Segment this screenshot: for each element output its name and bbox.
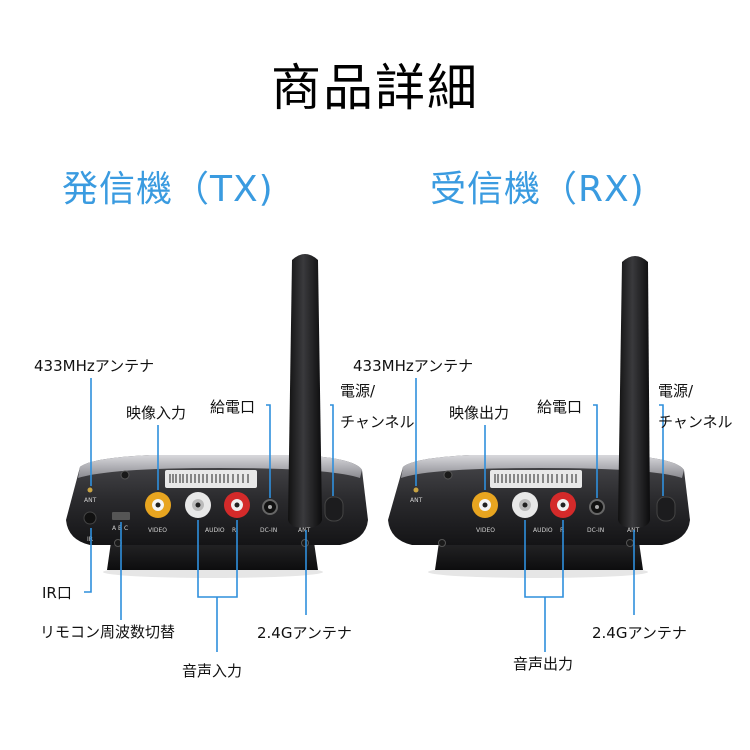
tx-screw-bottom-right [301,539,309,547]
tx-label-sticker [165,470,257,488]
tx-antenna [288,254,322,528]
rx-audio-label: 音声出力 [513,655,574,673]
tx-audio-line [197,520,238,652]
tx-switch [112,512,130,520]
rx-screw-left [443,470,453,480]
rx-top-band [401,455,684,478]
rx-panel-ant: ANT [410,497,423,504]
rx-panel-video: VIDEO [476,527,495,534]
rx-power-button [656,496,676,522]
rx-power-channel-label-2: チャンネル [658,413,733,431]
tx-antenna24-label: 2.4Gアンテナ [257,624,352,642]
tx-panel-dcin: DC-IN [260,527,277,534]
tx-device [66,254,368,578]
rx-panel-audio: AUDIO [533,527,553,534]
tx-panel-ant2: ANT [298,527,311,534]
tx-antenna433-label: 433MHzアンテナ [34,357,155,375]
tx-ant433-port [87,487,93,493]
rx-powerport-line [593,404,598,498]
tx-audio-label: 音声入力 [182,662,243,680]
tx-title: 発信機（TX) [62,169,274,210]
rx-label-sticker [490,470,582,488]
tx-screw-left [120,470,130,480]
rx-body [388,455,690,545]
tx-power-channel-label-1: 電源/ [340,382,376,400]
tx-ir-label: IR口 [42,584,72,602]
rx-ant433-port [413,487,419,493]
tx-ir-port [83,511,97,525]
tx-remote-freq-label: リモコン周波数切替 [40,623,176,641]
tx-panel-video: VIDEO [148,527,167,534]
rx-antenna [618,256,650,528]
rx-audio-line [524,520,564,652]
tx-panel-abc: A B C [112,525,128,532]
tx-power-channel-label-2: チャンネル [340,413,415,431]
rx-panel-r: R [560,527,564,534]
tx-panel-ir: IR [87,536,93,543]
leader-lines [84,378,664,652]
tx-video-label: 映像入力 [126,404,187,422]
rx-power-port-label: 給電口 [537,398,583,416]
tx-panel-audio: AUDIO [205,527,225,534]
rx-antenna433-label: 433MHzアンテナ [353,357,474,375]
tx-power-port-label: 給電口 [210,398,256,416]
tx-power-button [324,496,344,522]
rx-title: 受信機（RX) [430,169,645,210]
tx-panel-ant: ANT [84,497,97,504]
tx-panel-r: R [232,527,236,534]
rx-video-label: 映像出力 [449,404,510,422]
rx-antenna24-label: 2.4Gアンテナ [592,624,687,642]
tx-powerport-line [266,404,271,498]
page-title: 商品詳細 [271,59,479,117]
tx-power-line [330,404,334,496]
tx-ir-line [84,528,92,593]
rx-power-channel-label-1: 電源/ [658,382,694,400]
rx-screw-bottom-right [626,539,634,547]
rx-panel-dcin: DC-IN [587,527,604,534]
rx-screw-bottom-left [438,539,446,547]
rx-power-line [659,404,664,496]
rx-device [388,256,690,578]
